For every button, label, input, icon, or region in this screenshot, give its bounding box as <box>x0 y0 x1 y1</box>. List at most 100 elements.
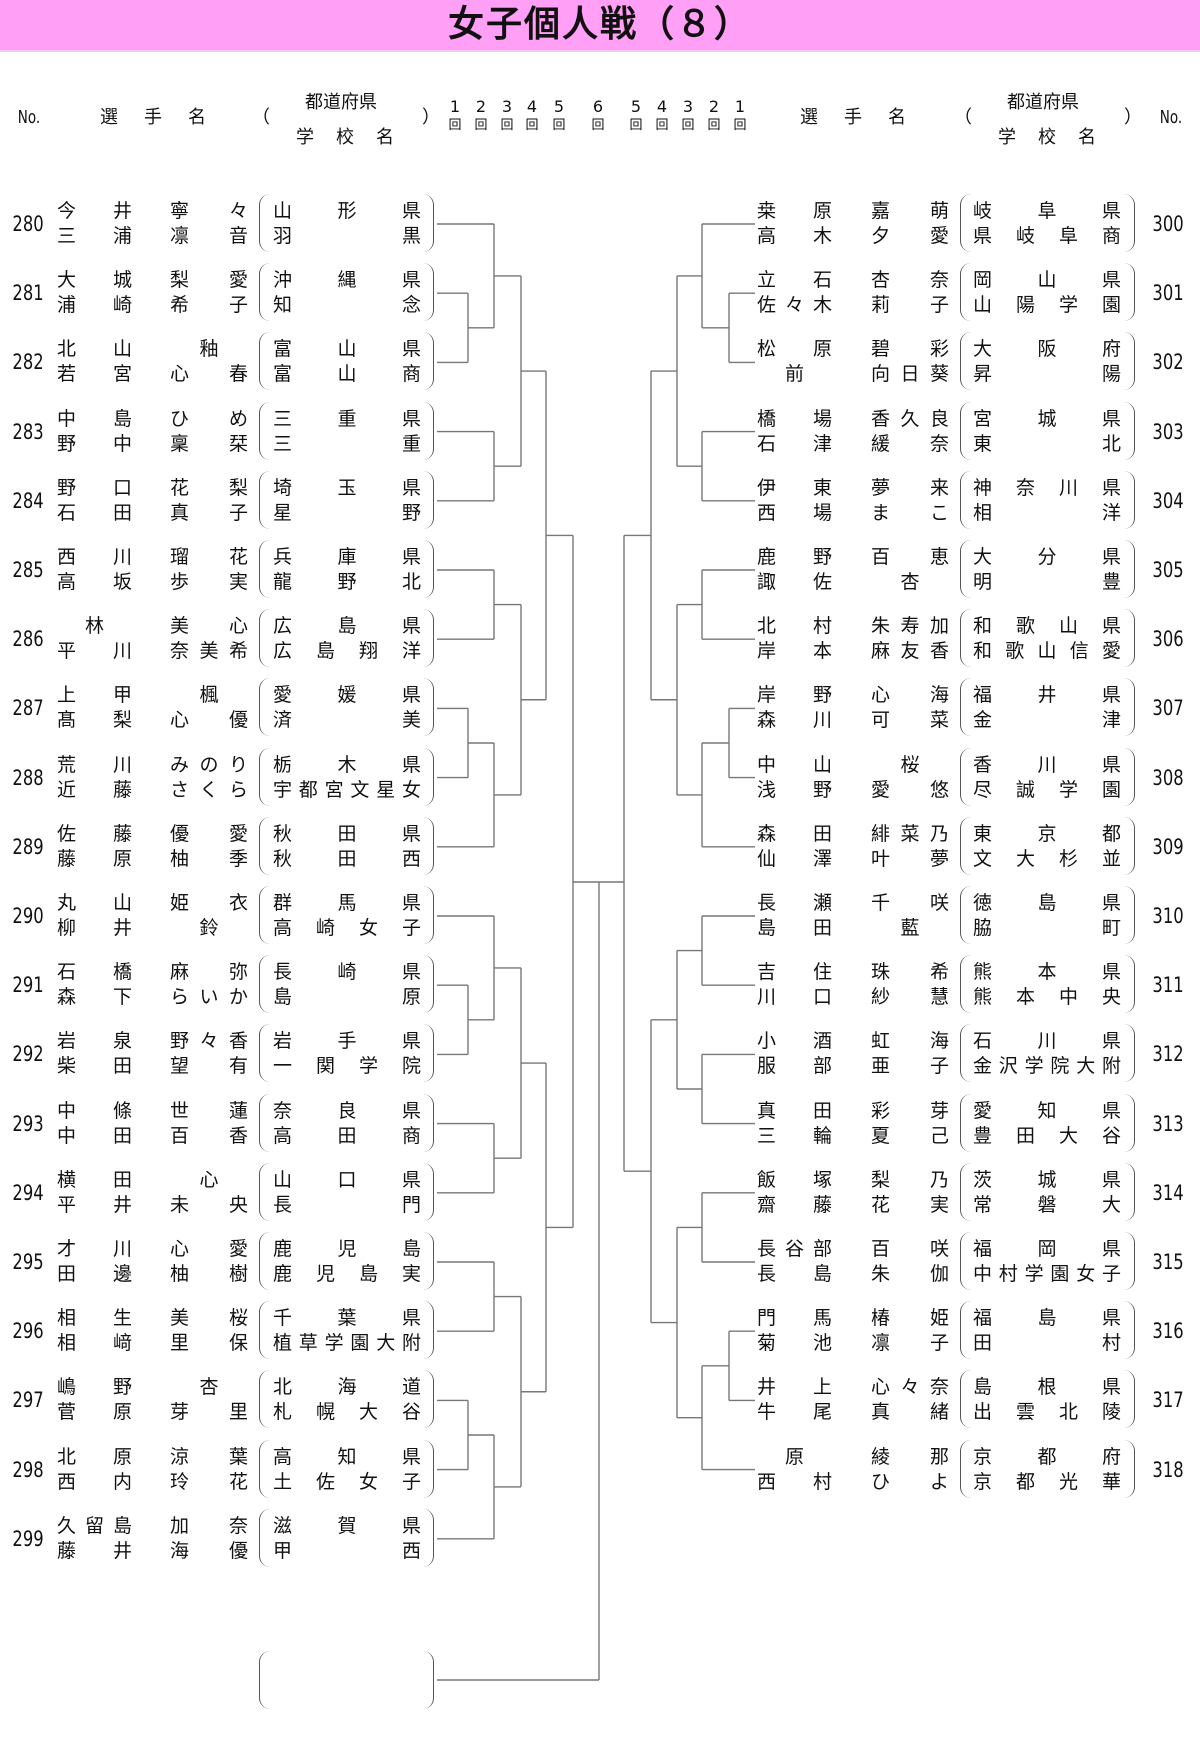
player-family-name: 野中 <box>57 432 132 455</box>
school-name: 文大杉並 <box>973 847 1121 870</box>
school-name: 和歌山信愛 <box>973 640 1121 663</box>
player-given-name: 麻友香 <box>871 640 949 663</box>
school-name: 三重 <box>273 432 421 455</box>
school-name: 土佐女子 <box>273 1470 421 1493</box>
school-bracket-box <box>259 747 434 806</box>
school-name: 脇町 <box>973 917 1121 939</box>
player-family-name: 相生 <box>57 1307 132 1330</box>
prefecture: 愛媛県 <box>273 684 421 707</box>
school-name: 金沢学院大附 <box>973 1055 1121 1078</box>
player-given-name: 虹海 <box>871 1030 949 1053</box>
player-family-name: 浅野 <box>757 778 832 801</box>
player-family-name: 近藤 <box>57 778 132 801</box>
player-given-name: 真緒 <box>871 1401 949 1424</box>
school-bracket-box <box>259 1439 434 1498</box>
player-given-name: 梨乃 <box>871 1168 949 1191</box>
player-family-name: 横田 <box>57 1168 132 1191</box>
player-given-name: 鈴 <box>199 917 219 939</box>
player-given-name: 香久良 <box>871 407 949 430</box>
round-unit: 回 <box>591 118 605 133</box>
player-family-name: 牛尾 <box>757 1401 832 1424</box>
school-bracket-box <box>259 1093 434 1152</box>
player-family-name: 上甲 <box>57 684 132 707</box>
school-bracket-box <box>960 540 1135 598</box>
school-bracket-box <box>259 194 434 252</box>
prefecture: 福島県 <box>973 1307 1121 1330</box>
player-given-name: 世蓮 <box>170 1099 248 1122</box>
school-bracket-box <box>960 194 1135 252</box>
player-given-name: 奈美希 <box>170 640 248 663</box>
round-number: 1 <box>449 97 461 116</box>
player-given-name: 嘉萌 <box>871 200 949 222</box>
round-unit: 回 <box>629 118 643 133</box>
player-given-name: 彩芽 <box>871 1099 949 1122</box>
round-number: 3 <box>682 97 694 116</box>
player-family-name: 藤原 <box>57 847 132 870</box>
page-title: 女子個人戦（８） <box>447 4 752 45</box>
school-bracket-box <box>259 1024 434 1083</box>
entry-number: 299 <box>12 1526 44 1551</box>
prefecture: 京都府 <box>973 1445 1121 1468</box>
player-given-name: 心海 <box>871 684 949 707</box>
prefecture: 埼玉県 <box>273 476 421 499</box>
player-family-name: 岸野 <box>757 684 832 707</box>
school-bracket-box <box>960 1370 1135 1429</box>
player-given-name: 優愛 <box>170 822 248 845</box>
school-name: 京都光華 <box>973 1470 1121 1493</box>
school-bracket-box <box>259 401 434 460</box>
entry-number: 287 <box>12 696 44 721</box>
entry-number: 318 <box>1152 1457 1184 1482</box>
player-given-name: ひよ <box>871 1470 949 1493</box>
entry-number: 314 <box>1152 1180 1184 1205</box>
player-family-name: 小酒 <box>757 1030 832 1053</box>
header-school-left: 学 校 名 <box>296 127 396 148</box>
player-family-name: 髙梨 <box>57 709 132 732</box>
player-family-name: 田邊 <box>57 1263 132 1285</box>
prefecture: 香川県 <box>973 753 1121 776</box>
school-name: 常磐大 <box>973 1193 1121 1216</box>
header-player-left: 選 手 名 <box>100 107 210 128</box>
player-family-name: 石橋 <box>57 961 132 984</box>
prefecture: 兵庫県 <box>273 546 421 568</box>
prefecture: 北海道 <box>273 1376 421 1399</box>
school-name: 尽誠学園 <box>973 778 1121 801</box>
player-family-name: 平井 <box>57 1193 132 1216</box>
player-family-name: 岸本 <box>757 640 832 663</box>
player-family-name: 真田 <box>757 1099 832 1122</box>
player-given-name: さくら <box>170 778 248 801</box>
school-bracket-box <box>960 1093 1135 1152</box>
school-bracket-box <box>259 678 434 737</box>
entry-number: 280 <box>12 212 44 236</box>
player-given-name: らいか <box>170 986 248 1009</box>
player-family-name: 菊池 <box>757 1332 832 1355</box>
player-given-name: 朱寿加 <box>871 615 949 638</box>
entry-number: 303 <box>1152 419 1184 444</box>
entry-number: 286 <box>12 627 44 652</box>
player-given-name: 柚樹 <box>170 1263 248 1285</box>
round-number: 5 <box>630 97 642 116</box>
player-given-name: 百恵 <box>871 546 949 568</box>
player-family-name: 門馬 <box>757 1307 832 1330</box>
round-unit: 回 <box>733 118 747 133</box>
school-bracket-box <box>960 678 1135 737</box>
player-given-name: 楓 <box>199 684 219 707</box>
entry-number: 317 <box>1152 1388 1184 1413</box>
prefecture: 大分県 <box>973 546 1121 568</box>
school-bracket-box <box>259 1301 434 1360</box>
player-family-name: 三浦 <box>57 225 132 247</box>
school-name: 植草学園大附 <box>273 1332 421 1355</box>
round-number: 4 <box>656 97 668 116</box>
player-family-name: 高木 <box>757 225 832 247</box>
school-bracket-box <box>960 1024 1135 1083</box>
school-name: 東北 <box>973 432 1121 455</box>
player-family-name: 北原 <box>57 1445 132 1468</box>
player-given-name: 未央 <box>170 1193 248 1216</box>
player-given-name: 梨愛 <box>170 269 248 292</box>
player-family-name: 長瀬 <box>757 892 832 914</box>
school-bracket-box <box>960 1162 1135 1221</box>
school-name: 羽黒 <box>273 225 421 247</box>
header-school-right: 学 校 名 <box>998 127 1098 148</box>
round-unit: 回 <box>707 118 721 133</box>
